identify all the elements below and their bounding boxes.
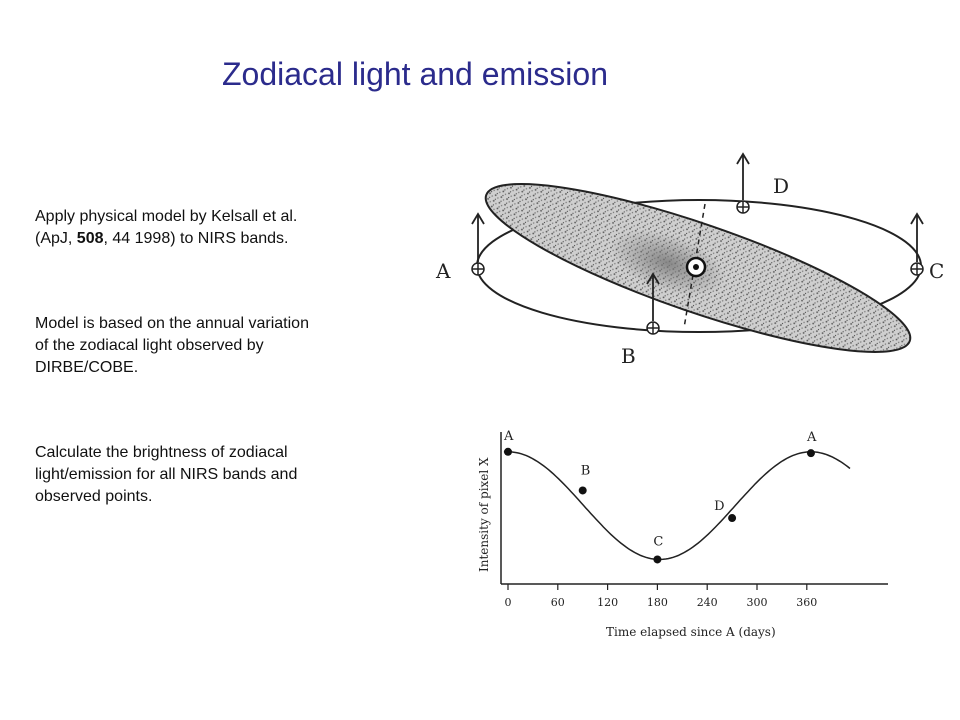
x-axis-label: Time elapsed since A (days)	[606, 625, 776, 639]
intensity-curve	[503, 451, 851, 561]
paragraph-line: (ApJ, 508, 44 1998) to NIRS bands.	[35, 228, 297, 250]
data-point	[504, 447, 512, 456]
data-point-label: B	[581, 463, 591, 478]
orbit-diagram: A B C D	[435, 152, 944, 368]
label-d: D	[773, 174, 789, 198]
data-point-label: A	[503, 429, 514, 444]
paragraph-line: DIRBE/COBE.	[35, 359, 139, 376]
data-point	[578, 486, 587, 495]
citation-volume: 508	[76, 230, 104, 247]
x-tick-label: 120	[597, 596, 618, 609]
intensity-chart: Intensity of pixel X Time elapsed since …	[468, 424, 908, 644]
citation-prefix: (ApJ,	[35, 230, 77, 247]
arrow-c	[910, 212, 924, 262]
paragraph-model-basis: Model is based on the annual variation o…	[35, 313, 309, 379]
arrow-d	[736, 152, 750, 200]
paragraph-line: of the zodiacal light observed by	[35, 337, 264, 354]
orbit-figure: A B C D	[428, 138, 960, 420]
paragraph-line: Model is based on the annual variation	[35, 315, 309, 332]
label-c: C	[929, 259, 944, 283]
paragraph-model-reference: Apply physical model by Kelsall et al. (…	[35, 206, 297, 250]
data-point	[806, 449, 815, 458]
slide-title: Zodiacal light and emission	[222, 56, 608, 92]
data-point	[653, 555, 662, 564]
sun-symbol	[685, 256, 707, 278]
dashed-axis-line	[683, 203, 706, 329]
x-tick-label: 240	[697, 596, 718, 609]
data-point	[728, 514, 737, 523]
x-tick-label: 360	[796, 596, 817, 609]
marker-d	[736, 200, 750, 214]
paragraph-line: Apply physical model by Kelsall et al.	[35, 208, 298, 225]
data-point-label: C	[653, 534, 663, 549]
paragraph-line: light/emission for all NIRS bands and	[35, 466, 298, 483]
y-axis-label: Intensity of pixel X	[477, 457, 491, 572]
x-tick-label: 60	[551, 596, 565, 609]
x-tick-label: 180	[647, 596, 668, 609]
arrow-a	[471, 212, 485, 262]
label-a: A	[435, 259, 451, 283]
paragraph-calculation: Calculate the brightness of zodiacal lig…	[35, 442, 297, 508]
data-point-label: A	[806, 430, 817, 445]
data-point-label: D	[714, 499, 724, 514]
marker-c	[910, 262, 924, 276]
citation-suffix: , 44 1998) to NIRS bands.	[103, 230, 289, 247]
x-tick-label: 300	[747, 596, 768, 609]
arrow-b	[646, 272, 660, 321]
x-tick-label: 0	[505, 596, 512, 609]
intensity-chart-svg: Intensity of pixel X Time elapsed since …	[477, 429, 888, 639]
paragraph-line: Calculate the brightness of zodiacal	[35, 444, 288, 461]
marker-b	[646, 321, 660, 335]
paragraph-line: observed points.	[35, 488, 153, 505]
label-b: B	[621, 344, 636, 368]
marker-a	[471, 262, 485, 276]
